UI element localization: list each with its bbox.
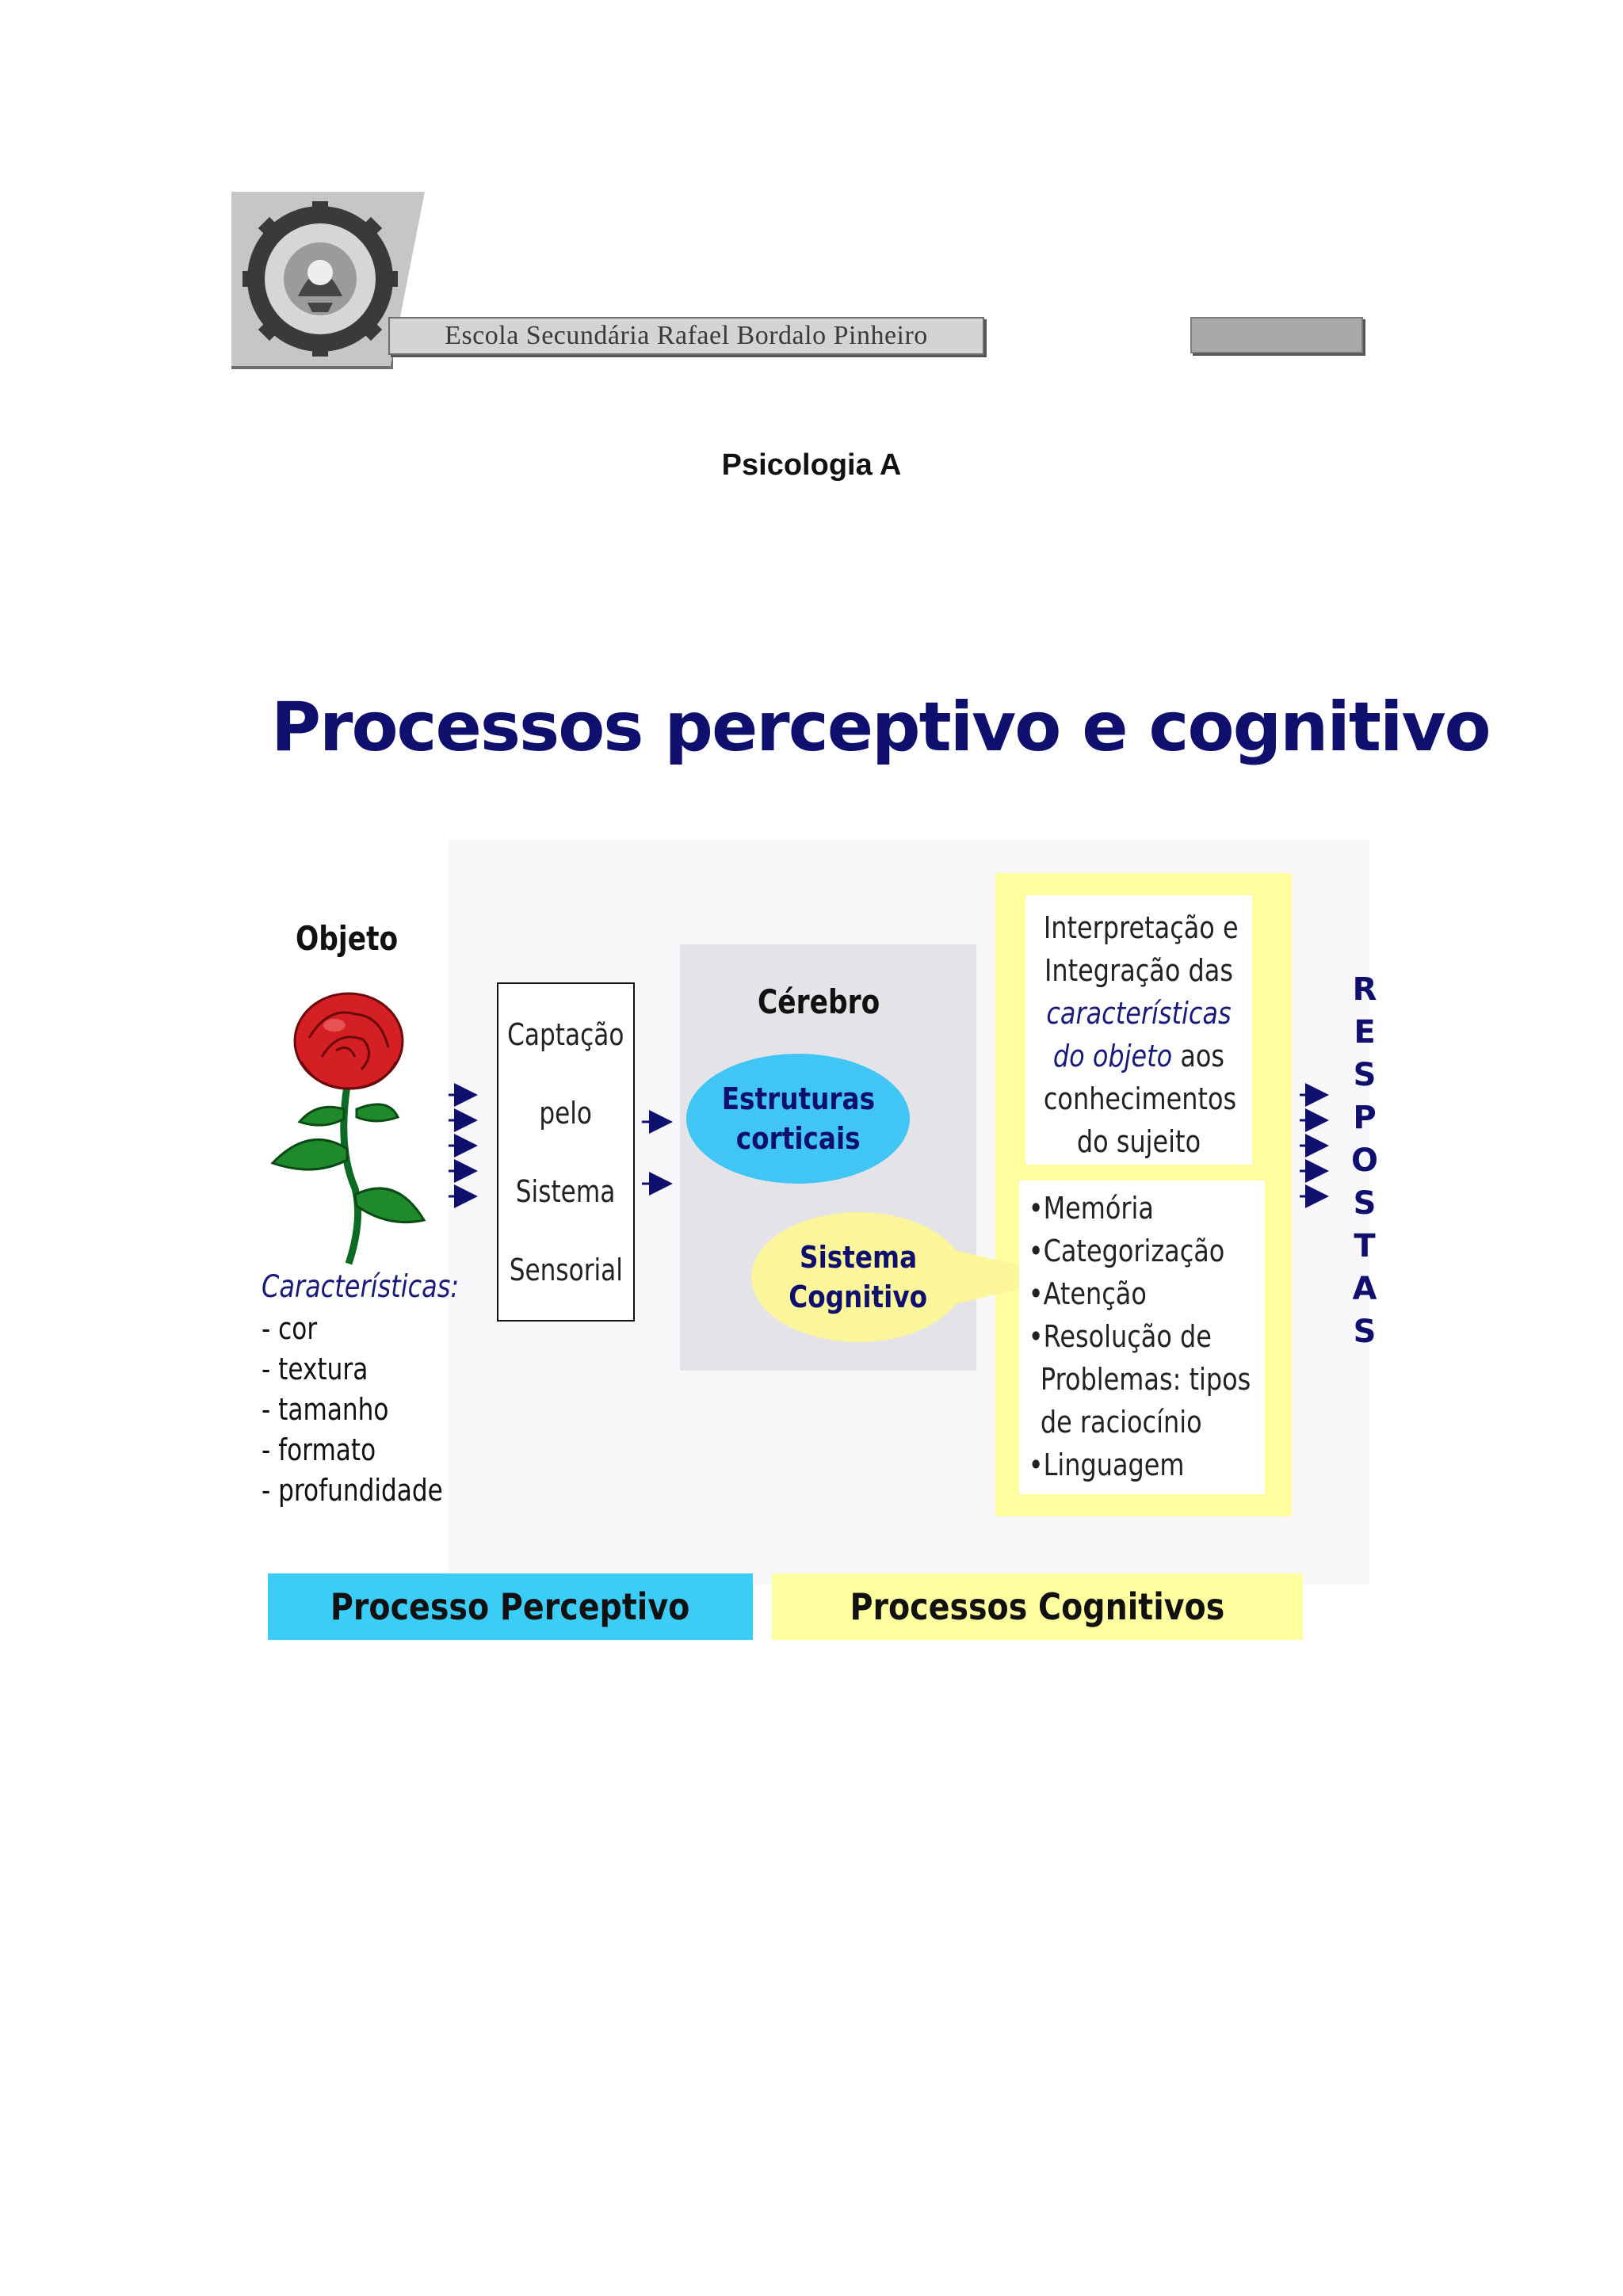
interpretation-line: conhecimentos [1044, 1077, 1234, 1120]
interpretation-line: Integração das [1044, 949, 1234, 992]
cortical-structures-ellipse: Estruturas corticais [686, 1054, 910, 1184]
responses-letter: S [1347, 1054, 1382, 1097]
responses-vertical-label: R E S P O S T A S [1347, 968, 1382, 1353]
interpretation-line: características [1044, 992, 1234, 1035]
list-item-continuation: de raciocínio [1019, 1401, 1225, 1444]
list-item: •Linguagem [1019, 1444, 1225, 1486]
slide-title: Processos perceptivo e cognitivo [271, 688, 1365, 767]
header-gray-tab [1190, 317, 1363, 353]
cortical-structures-line: Estruturas [721, 1079, 874, 1119]
cognitive-system-line: Sistema [800, 1238, 917, 1277]
interpretation-line: do sujeito [1044, 1120, 1234, 1163]
characteristic-item: - textura [262, 1349, 443, 1390]
interpretation-line: do objeto aos [1044, 1035, 1234, 1077]
list-item: •Resolução de [1019, 1315, 1225, 1358]
responses-letter: R [1347, 968, 1382, 1011]
responses-letter: O [1347, 1139, 1382, 1182]
list-item: •Atenção [1019, 1272, 1225, 1315]
school-name-bar: Escola Secundária Rafael Bordalo Pinheir… [388, 317, 984, 355]
cognitive-system-ellipse: Sistema Cognitivo [751, 1212, 965, 1342]
list-item-continuation: Problemas: tipos [1019, 1358, 1225, 1401]
cognitive-system-line: Cognitivo [789, 1277, 928, 1317]
capture-line: Captação [507, 1017, 624, 1052]
sensory-capture-box: Captação pelo Sistema Sensorial [497, 982, 635, 1322]
responses-letter: A [1347, 1268, 1382, 1310]
characteristics-title: Características: [262, 1269, 459, 1305]
cognitive-processes-label: Processos Cognitivos [850, 1585, 1225, 1628]
responses-letter: P [1347, 1097, 1382, 1139]
list-item: •Memória [1019, 1187, 1225, 1230]
capture-line: Sistema [516, 1174, 616, 1209]
characteristic-item: - formato [262, 1430, 443, 1470]
subject-title: Psicologia A [0, 448, 1623, 482]
list-item: •Categorização [1019, 1230, 1225, 1272]
characteristic-item: - tamanho [262, 1390, 443, 1430]
characteristic-item: - profundidade [262, 1470, 443, 1511]
characteristics-list: - cor - textura - tamanho - formato - pr… [262, 1309, 443, 1511]
responses-letter: S [1347, 1310, 1382, 1353]
brain-label: Cérebro [758, 982, 880, 1021]
cortical-structures-line: corticais [736, 1119, 861, 1158]
school-emblem-icon [242, 201, 398, 357]
capture-line: Sensorial [509, 1253, 622, 1287]
cognitive-processes-bar: Processos Cognitivos [772, 1573, 1303, 1640]
perceptive-process-label: Processo Perceptivo [330, 1585, 689, 1628]
interpretation-line: Interpretação e [1044, 906, 1234, 949]
rose-icon [262, 990, 436, 1276]
cognitive-processes-list: •Memória •Categorização •Atenção •Resolu… [1019, 1180, 1265, 1494]
capture-line: pelo [540, 1096, 593, 1131]
responses-letter: T [1347, 1225, 1382, 1268]
object-label: Objeto [296, 919, 398, 958]
responses-letter: S [1347, 1182, 1382, 1225]
perceptive-process-bar: Processo Perceptivo [268, 1573, 753, 1640]
interpretation-rest: aos [1172, 1039, 1224, 1074]
characteristic-item: - cor [262, 1309, 443, 1349]
responses-letter: E [1347, 1011, 1382, 1054]
interpretation-box: Interpretação e Integração das caracterí… [1025, 895, 1252, 1165]
interpretation-italic: do objeto [1053, 1039, 1172, 1074]
